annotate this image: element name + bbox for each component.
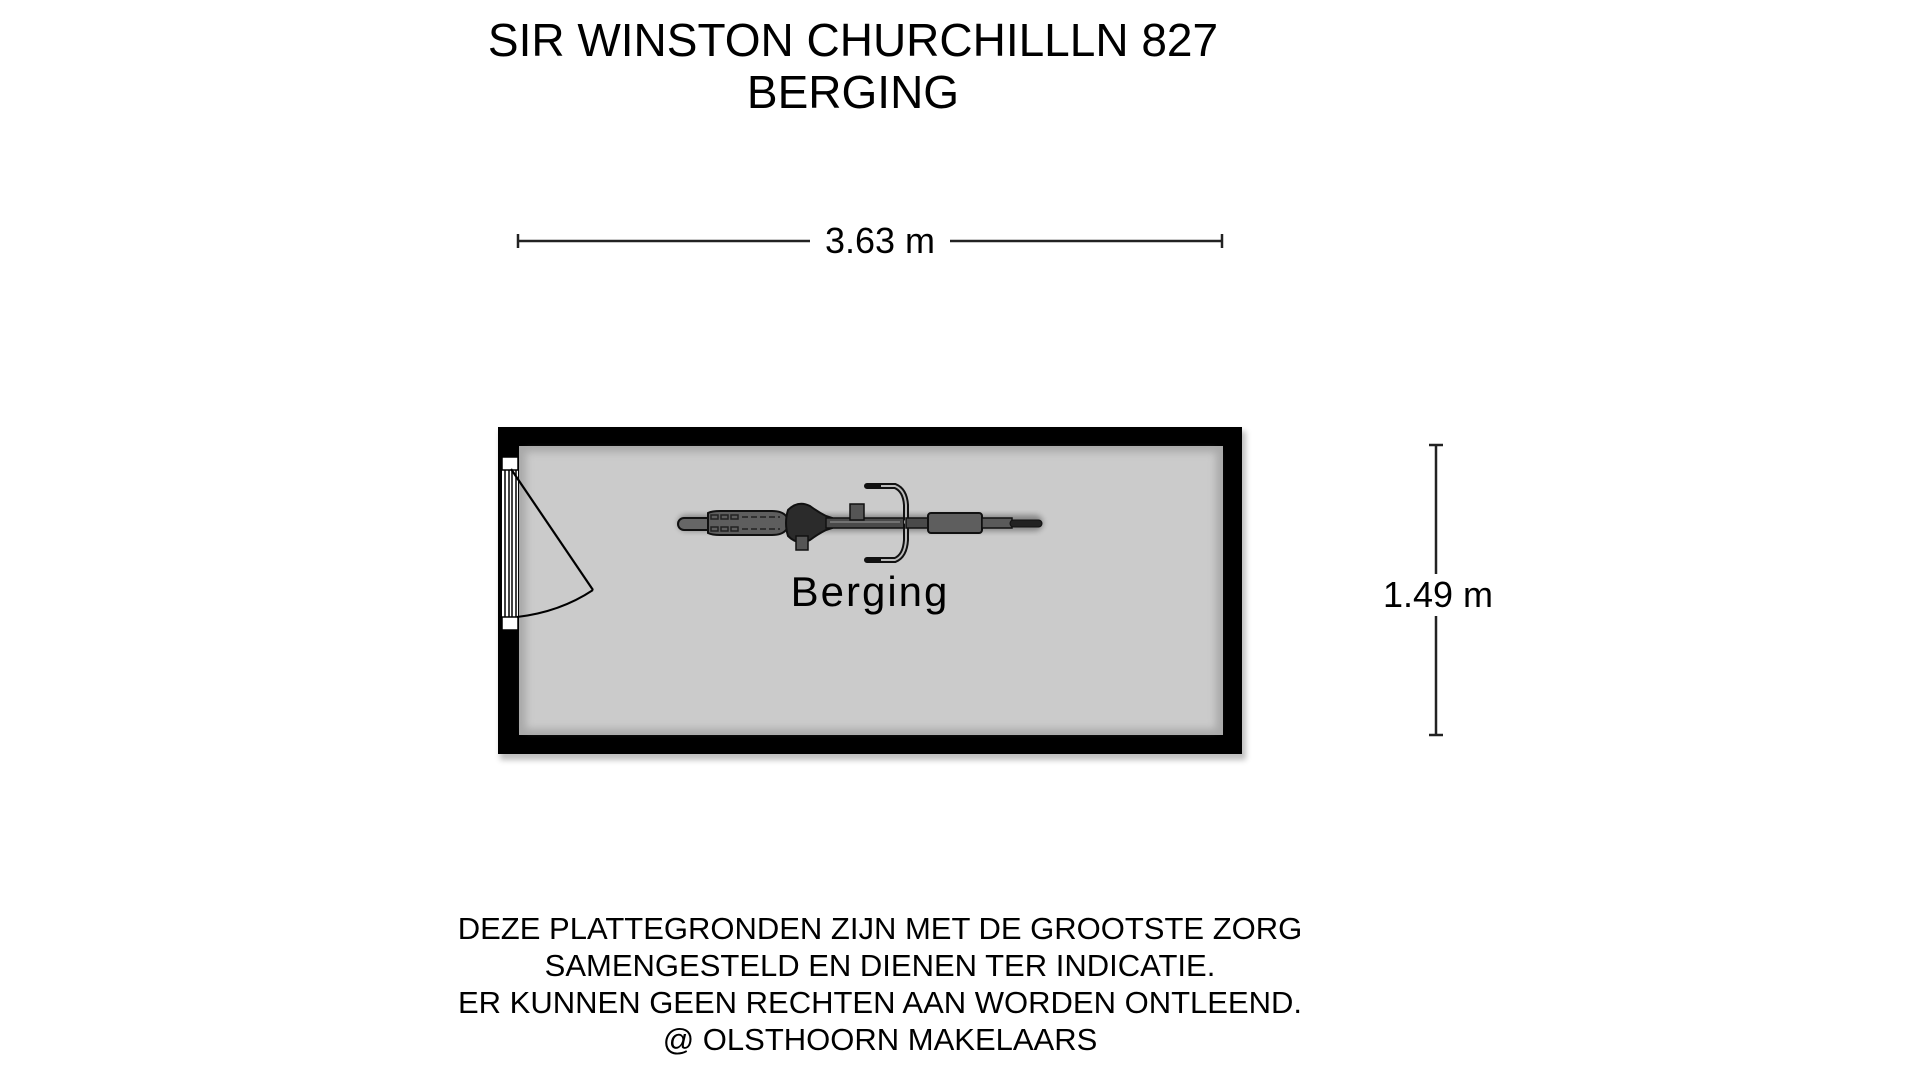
bicycle-icon xyxy=(677,483,1043,563)
disclaimer-line: ER KUNNEN GEEN RECHTEN AAN WORDEN ONTLEE… xyxy=(458,985,1302,1020)
door xyxy=(501,456,594,631)
width-dimension-label: 3.63 m xyxy=(810,220,950,262)
floor-title: BERGING xyxy=(746,66,960,118)
copyright-line: @ OLSTHOORN MAKELAARS xyxy=(662,1022,1098,1057)
room-berging xyxy=(498,427,1246,760)
disclaimer-line: SAMENGESTELD EN DIENEN TER INDICATIE. xyxy=(544,948,1216,983)
depth-dimension-label: 1.49 m xyxy=(1378,574,1498,616)
disclaimer-line: DEZE PLATTEGRONDEN ZIJN MET DE GROOTSTE … xyxy=(457,911,1303,946)
floorplan-title: SIR WINSTON CHURCHILLLN 827 BERGING xyxy=(0,14,1706,118)
door-leaf xyxy=(510,468,594,591)
room-label-berging: Berging xyxy=(790,568,950,615)
disclaimer: DEZE PLATTEGRONDEN ZIJN MET DE GROOTSTE … xyxy=(0,910,1760,1058)
address-title: SIR WINSTON CHURCHILLLN 827 xyxy=(487,14,1219,66)
door-swing-arc xyxy=(516,589,594,618)
